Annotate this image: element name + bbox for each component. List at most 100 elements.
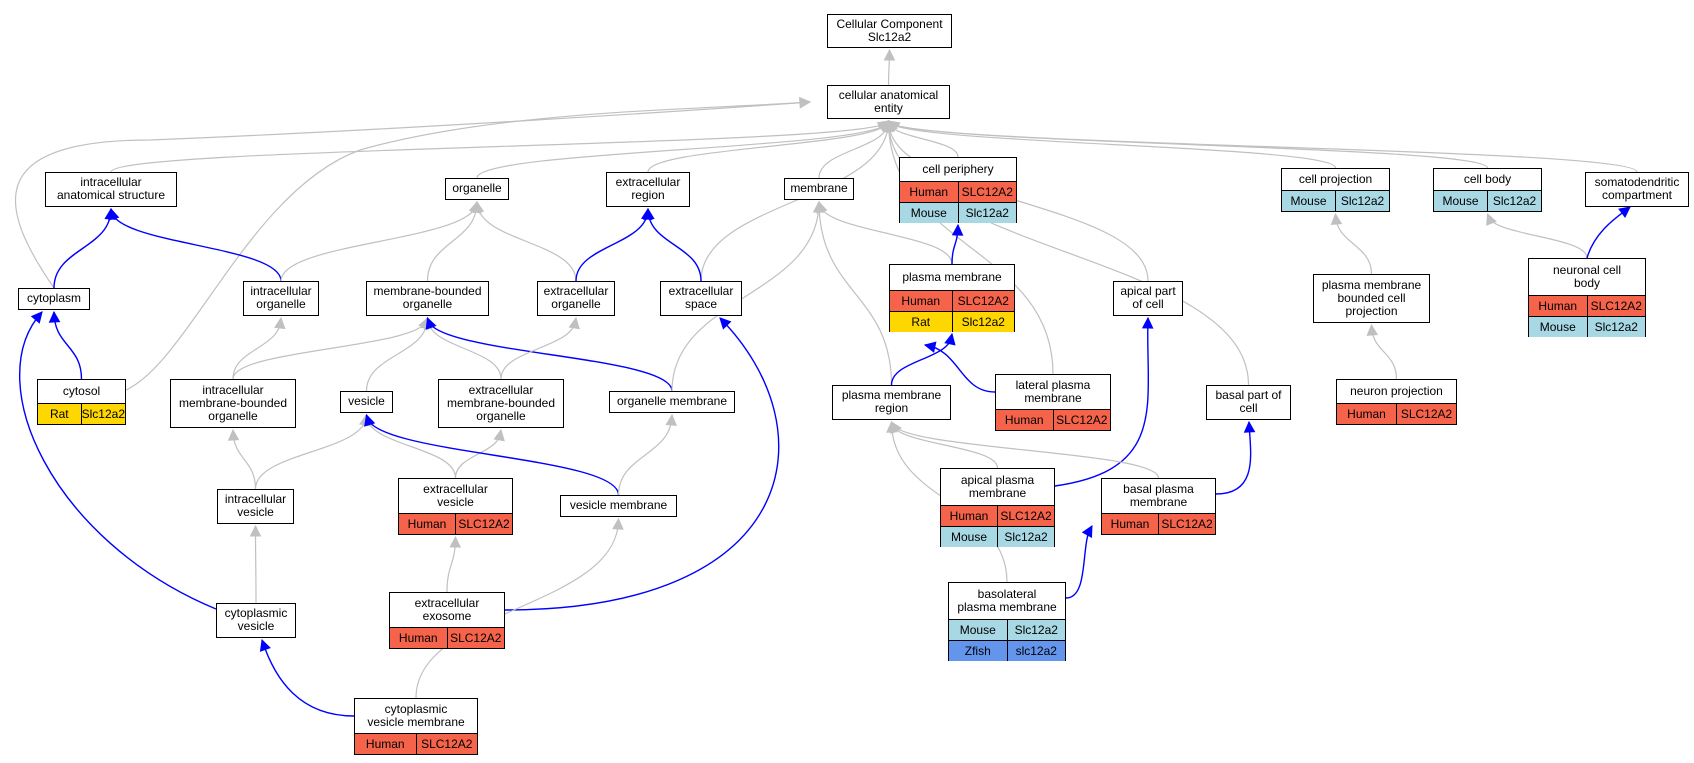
node-mem[interactable]: membrane: [784, 178, 854, 200]
edge-lpm-to-pm-arrowhead: [923, 341, 937, 353]
node-cae[interactable]: cellular anatomical entity: [827, 85, 950, 119]
node-label: extracellular exosome: [414, 596, 480, 624]
species-name: Human: [398, 631, 438, 646]
node-label: cytosol: [62, 384, 101, 399]
edge-cv-to-iv: [254, 525, 257, 604]
edge-imbo-to-iorg-arrowhead: [274, 316, 286, 330]
species-row: Human SLC12A2: [996, 409, 1111, 431]
node-iorg[interactable]: intracellular organelle: [243, 281, 319, 316]
node-cyto[interactable]: cytoplasm: [18, 288, 90, 310]
edge-exsp-to-exr-arrowhead: [643, 207, 655, 220]
edge-org-to-cae: [476, 120, 890, 179]
gene-symbol: Slc12a2: [1335, 191, 1389, 212]
gene-symbol: slc12a2: [1006, 641, 1066, 662]
edge-exo-to-exsp: [504, 317, 780, 611]
edge-pmr-to-mem-arrowhead: [813, 200, 825, 213]
edge-imbo-to-mbo: [232, 317, 429, 380]
node-org[interactable]: organelle: [445, 178, 509, 200]
edge-cyto-to-ias: [53, 208, 112, 289]
species-name: Human: [1538, 299, 1578, 314]
species-name: Human: [901, 294, 941, 309]
species-name: Human: [1004, 413, 1044, 428]
node-label: cell body: [1463, 172, 1512, 187]
edge-iv-to-imbo-arrowhead: [227, 428, 240, 441]
edge-ias-to-cae: [110, 120, 890, 173]
node-bpc[interactable]: basal part of cell: [1206, 385, 1291, 420]
node-vm[interactable]: vesicle membrane: [560, 495, 677, 517]
node-imbo[interactable]: intracellular membrane-bounded organelle: [170, 379, 296, 428]
node-label: basal part of cell: [1215, 388, 1282, 416]
gene-symbol: Slc12a2: [1586, 317, 1646, 338]
edge-cvm-to-vm-arrowhead: [612, 517, 624, 530]
node-label: neuron projection: [1350, 384, 1443, 399]
node-ias[interactable]: intracellular anatomical structure: [45, 172, 177, 207]
edge-orgmem-to-mbo: [426, 317, 673, 392]
node-pmbcp[interactable]: plasma membrane bounded cell projection: [1313, 274, 1430, 323]
edge-pmr-to-pm: [890, 333, 953, 386]
edge-exves-to-exmbo-arrowhead: [493, 428, 505, 442]
edge-blpm-to-bpm: [1065, 525, 1093, 599]
node-soma[interactable]: somatodendritic compartment: [1585, 172, 1689, 207]
node-exorg[interactable]: extracellular organelle: [537, 281, 615, 316]
edge-cytosol-to-cae: [125, 101, 811, 391]
node-label: cytoplasmic vesicle: [224, 606, 288, 634]
species-name: Human: [365, 737, 405, 752]
species-name: Human: [949, 509, 989, 524]
edge-cproj-to-cae: [887, 120, 1337, 169]
node-iv[interactable]: intracellular vesicle: [217, 489, 294, 524]
node-label: organelle membrane: [616, 394, 728, 409]
node-exr[interactable]: extracellular region: [606, 172, 690, 207]
node-exmbo[interactable]: extracellular membrane-bounded organelle: [438, 379, 564, 428]
gene-symbol: SLC12A2: [415, 734, 478, 755]
node-root[interactable]: Cellular Component Slc12a2: [827, 14, 952, 48]
edge-vm-to-ves: [365, 414, 620, 496]
node-label: organelle: [452, 181, 502, 196]
node-label: extracellular vesicle: [423, 482, 488, 510]
edge-exsp-to-exr: [647, 208, 702, 282]
edge-apm-to-apc: [1054, 317, 1150, 487]
node-ves[interactable]: vesicle: [340, 391, 393, 413]
species-name: Zfish: [964, 644, 991, 659]
edge-mbo-to-org: [426, 201, 478, 282]
node-label: apical plasma membrane: [960, 473, 1035, 501]
node-label: intracellular membrane-bounded organelle: [178, 382, 288, 423]
edge-pm-to-cper-arrowhead: [951, 223, 964, 236]
node-orgmem[interactable]: organelle membrane: [609, 391, 735, 413]
node-cv[interactable]: cytoplasmic vesicle: [216, 603, 296, 638]
gene-symbol: SLC12A2: [1158, 514, 1215, 535]
node-mbo[interactable]: membrane-bounded organelle: [366, 281, 489, 316]
gene-symbol: SLC12A2: [1052, 410, 1111, 431]
node-label: Cellular Component Slc12a2: [836, 16, 943, 44]
node-label: cytoplasmic vesicle membrane: [367, 702, 465, 730]
node-exsp[interactable]: extracellular space: [660, 281, 742, 316]
node-pmr[interactable]: plasma membrane region: [832, 385, 951, 420]
edge-pmr-to-mem: [818, 201, 893, 386]
node-apc[interactable]: apical part of cell: [1113, 281, 1183, 316]
node-label: apical part of cell: [1120, 284, 1176, 312]
species-row: Zfish slc12a2: [949, 640, 1066, 662]
edge-bpm-to-pmr: [890, 421, 1160, 479]
